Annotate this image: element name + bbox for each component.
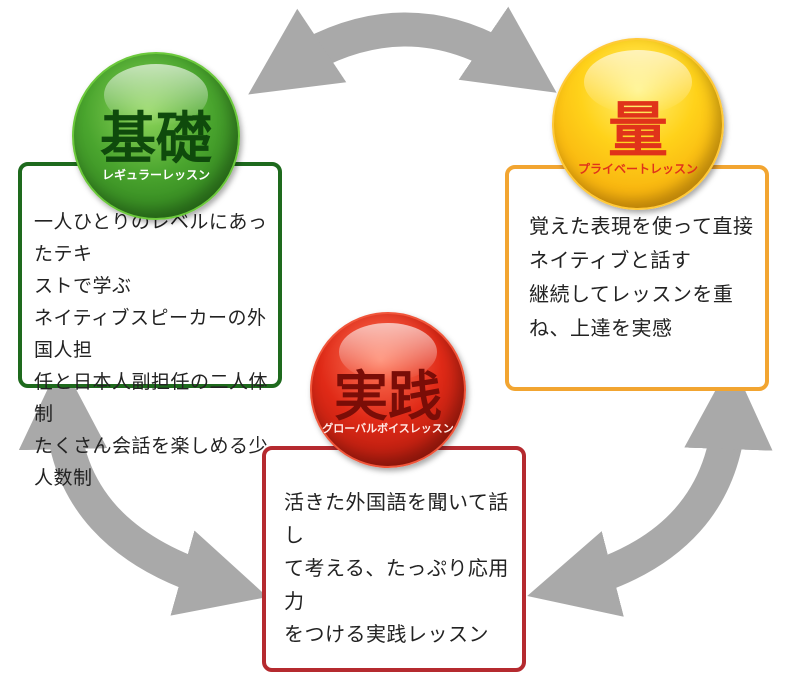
left-arrow <box>18 360 268 616</box>
ryo-title: 量 <box>608 96 668 166</box>
jissen-title: 実践 <box>334 365 442 428</box>
jissen-subtitle: グローバルボイスレッスン <box>322 422 454 435</box>
kiso-description: 一人ひとりのレベルにあったテキ ストで学ぶ ネイティブスピーカーの外国人担 任と… <box>34 211 269 489</box>
ryo-subtitle: プライベートレッスン <box>577 162 698 176</box>
kiso-title: 基礎 <box>100 107 212 172</box>
jissen-circle: 実践 グローバルボイスレッスン <box>310 312 466 468</box>
top-arrow <box>248 6 557 95</box>
right-arrow <box>527 360 773 617</box>
kiso-subtitle: レギュラーレッスン <box>101 168 210 182</box>
kiso-circle: 基礎 レギュラーレッスン <box>72 52 240 220</box>
ryo-description: 覚えた表現を使って直接 ネイティブと話す 継続してレッスンを重 ね、上達を実感 <box>529 214 754 340</box>
jissen-description: 活きた外国語を聞いて話し て考える、たっぷり応用力 をつける実践レッスン <box>284 490 509 646</box>
ryo-box: 覚えた表現を使って直接 ネイティブと話す 継続してレッスンを重 ね、上達を実感 <box>505 165 769 391</box>
jissen-box: 活きた外国語を聞いて話し て考える、たっぷり応用力 をつける実践レッスン <box>262 446 526 672</box>
ryo-circle: 量 プライベートレッスン <box>552 38 724 210</box>
